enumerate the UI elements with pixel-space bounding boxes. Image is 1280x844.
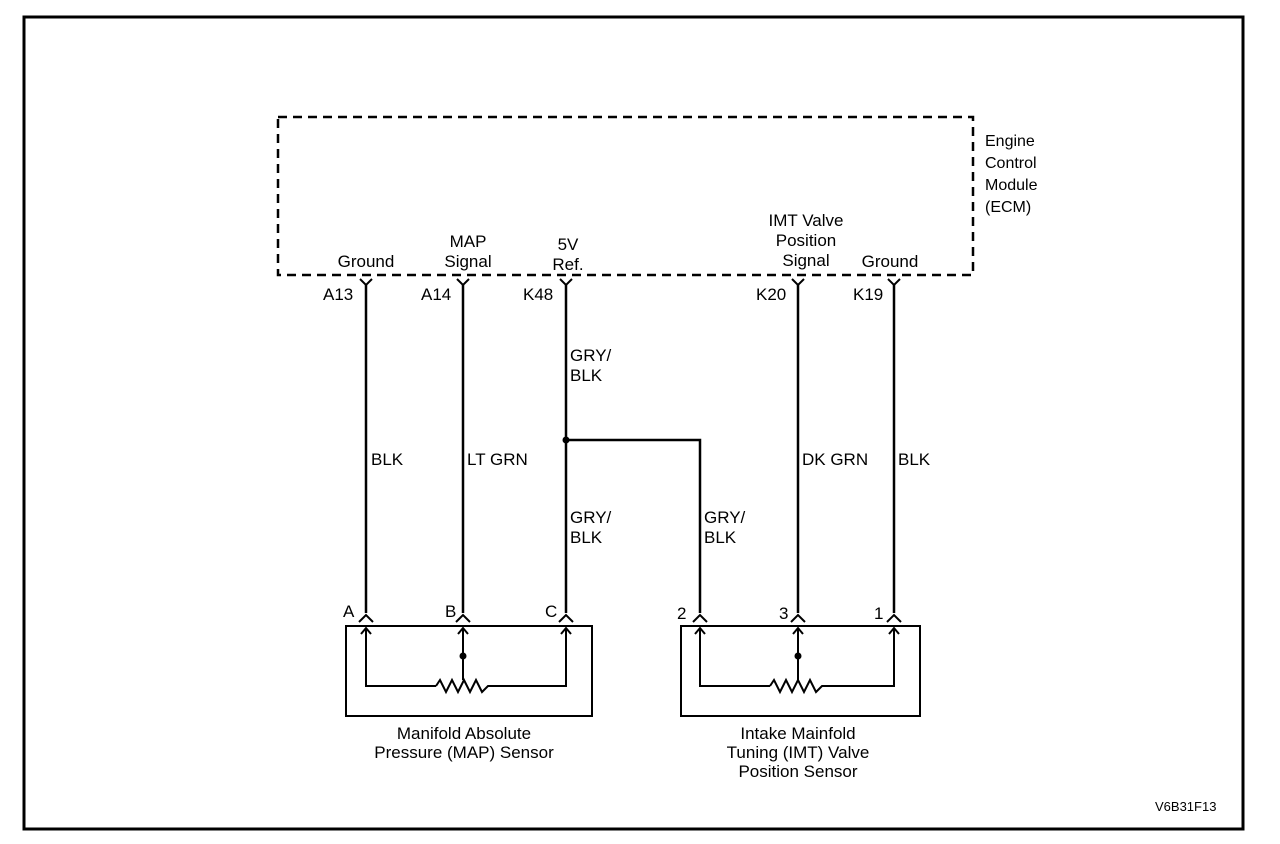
- ecm-name-line: Module: [985, 177, 1038, 194]
- wire-color-k48-upper: GRY/ BLK: [570, 346, 611, 386]
- connector-a13: [359, 278, 373, 287]
- sensor-name-line: Position Sensor: [738, 762, 858, 781]
- imt-sensor-box: [680, 625, 921, 717]
- connector-k19: [887, 278, 901, 287]
- pin-a13: A13: [323, 285, 354, 304]
- wire-color-k19: BLK: [898, 450, 931, 469]
- ecm-box: [276, 115, 975, 277]
- sensor-name-line: Intake Mainfold: [740, 724, 856, 743]
- imt-pin-2: 2: [677, 604, 687, 623]
- connector-map-a: [358, 613, 374, 623]
- wire-color-a13: BLK: [371, 450, 404, 469]
- pin-k19: K19: [853, 285, 884, 304]
- terminal-func-line: Signal: [782, 251, 830, 270]
- ecm-name-line: (ECM): [985, 199, 1032, 216]
- terminal-func-line: MAP: [449, 232, 487, 251]
- map-pin-a: A: [343, 602, 355, 621]
- diagram-border: [22, 15, 1245, 831]
- wire-color-k20: DK GRN: [802, 450, 869, 469]
- connector-a14: [456, 278, 470, 287]
- wire-color-line: GRY/: [570, 508, 612, 527]
- connector-k48: [559, 278, 573, 287]
- sensor-name-line: Manifold Absolute: [396, 724, 532, 743]
- wire-color-line: GRY/: [570, 346, 612, 365]
- wire-color-line: BLK: [704, 528, 737, 547]
- sensor-connectors: [358, 613, 902, 623]
- terminal-func-line: Ref.: [552, 255, 584, 274]
- map-sensor-circuit: [360, 626, 572, 695]
- splice-point: [562, 436, 570, 444]
- ecm-name-line: Engine: [985, 133, 1035, 150]
- connector-imt-1: [886, 613, 902, 623]
- pin-k20: K20: [756, 285, 787, 304]
- imt-resistor: [769, 677, 828, 695]
- sensor-name-line: Pressure (MAP) Sensor: [374, 743, 554, 762]
- terminal-func-line: 5V: [557, 235, 579, 254]
- wire-color-branch: GRY/ BLK: [704, 508, 745, 548]
- imt-pin-1: 1: [874, 604, 884, 623]
- ecm-name: Engine Control Module (ECM): [985, 131, 1037, 219]
- terminal-func-line: IMT Valve: [768, 211, 844, 230]
- wires: [364, 285, 896, 613]
- wire-color-k48-lower: GRY/ BLK: [570, 508, 611, 548]
- wire-k48-branch: [566, 438, 702, 613]
- map-wiper-dot: [459, 652, 467, 660]
- connector-imt-2: [692, 613, 708, 623]
- map-resistor: [435, 677, 494, 695]
- imt-wiper-dot: [794, 652, 802, 660]
- imt-pin-3: 3: [779, 604, 789, 623]
- terminal-func-line: Ground: [861, 252, 919, 271]
- map-pin-b: B: [445, 602, 457, 621]
- terminal-func-line: Signal: [444, 252, 492, 271]
- terminal-func-k48: 5V Ref.: [528, 235, 608, 275]
- terminal-func-line: Ground: [337, 252, 395, 271]
- connector-map-c: [558, 613, 574, 623]
- connector-map-b: [455, 613, 471, 623]
- terminal-func-k19: Ground: [850, 252, 930, 272]
- pin-k48: K48: [523, 285, 554, 304]
- figure-id: V6B31F13: [1155, 799, 1217, 814]
- imt-sensor-circuit: [694, 626, 900, 695]
- terminal-func-k20: IMT Valve Position Signal: [746, 211, 866, 271]
- wire-color-line: BLK: [570, 528, 603, 547]
- ecm-name-line: Control: [985, 155, 1037, 172]
- terminal-func-a14: MAP Signal: [428, 232, 508, 272]
- connector-k20: [791, 278, 805, 287]
- wire-color-line: BLK: [570, 366, 603, 385]
- terminal-func-a13: Ground: [326, 252, 406, 272]
- map-sensor-name: Manifold Absolute Pressure (MAP) Sensor: [339, 724, 589, 762]
- map-sensor-box: [345, 625, 593, 717]
- wire-color-line: GRY/: [704, 508, 746, 527]
- sensor-name-line: Tuning (IMT) Valve: [726, 743, 870, 762]
- connector-imt-3: [790, 613, 806, 623]
- map-pin-c: C: [545, 602, 558, 621]
- terminal-func-line: Position: [775, 231, 837, 250]
- wire-color-a14: LT GRN: [467, 450, 528, 469]
- imt-sensor-name: Intake Mainfold Tuning (IMT) Valve Posit…: [673, 724, 923, 781]
- pin-a14: A14: [421, 285, 452, 304]
